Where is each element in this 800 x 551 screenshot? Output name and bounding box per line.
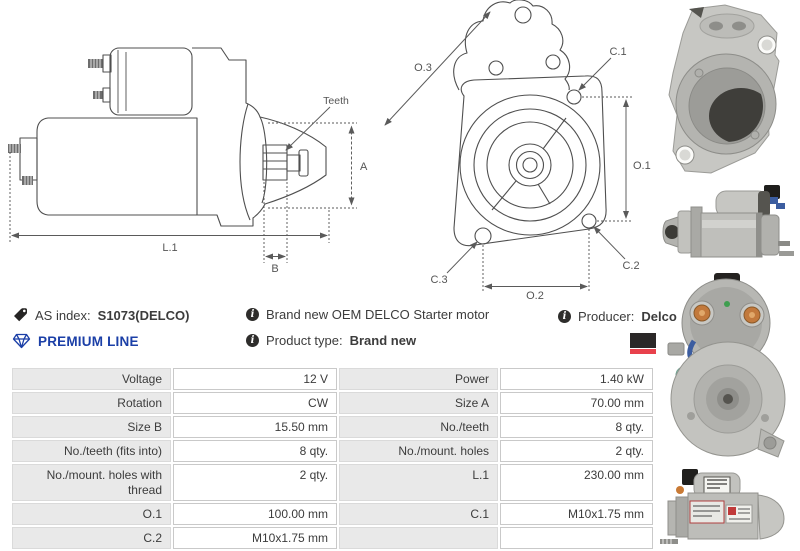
premium-line-label: PREMIUM LINE <box>38 333 139 349</box>
front-view-dimensions <box>384 11 632 291</box>
premium-line-row[interactable]: PREMIUM LINE <box>12 333 139 349</box>
spec-label: O.1 <box>12 503 171 525</box>
as-index-value: S1073(DELCO) <box>97 307 190 323</box>
producer-logo-black-bar <box>630 333 656 348</box>
spec-value: 8 qty. <box>173 440 338 462</box>
table-row: No./teeth (fits into) 8 qty. No./mount. … <box>12 440 653 462</box>
diamond-icon <box>12 333 31 349</box>
spec-value: M10x1.75 mm <box>173 527 338 549</box>
spec-label: C.2 <box>12 527 171 549</box>
dim-label-teeth: Teeth <box>323 95 349 107</box>
side-view-drawing: Teeth A L.1 B <box>8 47 368 275</box>
spec-value: 1.40 kW <box>500 368 653 390</box>
spec-value: 230.00 mm <box>500 464 653 501</box>
spec-value: 100.00 mm <box>173 503 338 525</box>
table-row: Size B 15.50 mm No./teeth 8 qty. <box>12 416 653 438</box>
dim-label-a: A <box>360 161 368 173</box>
spec-label: No./mount. holes <box>339 440 499 462</box>
tag-icon <box>14 308 27 322</box>
spec-value: 8 qty. <box>500 416 653 438</box>
dim-label-o1: O.1 <box>633 160 651 172</box>
dim-label-o2: O.2 <box>526 290 544 300</box>
product-photo-side-left[interactable] <box>660 183 798 271</box>
spec-label: No./teeth (fits into) <box>12 440 171 462</box>
producer-value: Delco <box>641 309 677 324</box>
table-row: No./mount. holes with thread 2 qty. L.1 … <box>12 464 653 501</box>
side-view-dimensions <box>9 106 357 263</box>
as-index-label: AS index: <box>35 307 91 323</box>
producer-label: Producer: <box>578 309 635 324</box>
starter-side-outline <box>8 47 327 227</box>
producer-logo <box>630 333 656 354</box>
description-row: Brand new OEM DELCO Starter motor <box>246 307 489 322</box>
spec-label: Power <box>339 368 499 390</box>
table-row: Voltage 12 V Power 1.40 kW <box>12 368 653 390</box>
table-row: Rotation CW Size A 70.00 mm <box>12 392 653 414</box>
spec-label: L.1 <box>339 464 499 501</box>
producer-logo-red-bar <box>630 349 656 354</box>
product-photo-flange[interactable] <box>663 3 793 183</box>
product-type-label: Product type: <box>266 333 343 348</box>
as-index-row: AS index: S1073(DELCO) <box>12 307 189 323</box>
info-icon <box>246 334 259 347</box>
spec-value: 2 qty. <box>500 440 653 462</box>
dim-label-c2: C.2 <box>622 260 639 272</box>
product-photo-rear[interactable] <box>666 271 791 463</box>
spec-label: Rotation <box>12 392 171 414</box>
spec-label: C.1 <box>339 503 499 525</box>
dim-label-c1: C.1 <box>609 46 626 58</box>
spec-label: No./mount. holes with thread <box>12 464 171 501</box>
spec-label: Voltage <box>12 368 171 390</box>
spec-value: 12 V <box>173 368 338 390</box>
info-icon <box>246 308 259 321</box>
dim-label-o3: O.3 <box>414 62 432 74</box>
spec-value: 15.50 mm <box>173 416 338 438</box>
spec-value: 70.00 mm <box>500 392 653 414</box>
spec-value: M10x1.75 mm <box>500 503 653 525</box>
spec-value: CW <box>173 392 338 414</box>
front-view-drawing: O.3 C.1 O.1 C.2 C.3 O.2 <box>384 0 651 300</box>
dim-label-l1: L.1 <box>162 242 177 254</box>
table-row: O.1 100.00 mm C.1 M10x1.75 mm <box>12 503 653 525</box>
spec-table: Voltage 12 V Power 1.40 kW Rotation CW S… <box>10 366 655 551</box>
product-photo-side-right[interactable] <box>660 463 794 551</box>
dim-label-b: B <box>271 263 278 275</box>
spec-label <box>339 527 499 549</box>
info-icon <box>558 310 571 323</box>
table-row: C.2 M10x1.75 mm <box>12 527 653 549</box>
spec-label: No./teeth <box>339 416 499 438</box>
spec-value <box>500 527 653 549</box>
description-text: Brand new OEM DELCO Starter motor <box>266 307 490 322</box>
product-photo-gallery <box>658 3 798 551</box>
spec-label: Size A <box>339 392 499 414</box>
spec-value: 2 qty. <box>173 464 338 501</box>
product-type-value: Brand new <box>349 333 417 348</box>
producer-row: Producer: Delco <box>558 309 677 324</box>
product-type-row: Product type: Brand new <box>246 333 416 348</box>
spec-label: Size B <box>12 416 171 438</box>
starter-front-outline <box>453 0 607 247</box>
dim-label-c3: C.3 <box>430 274 447 286</box>
